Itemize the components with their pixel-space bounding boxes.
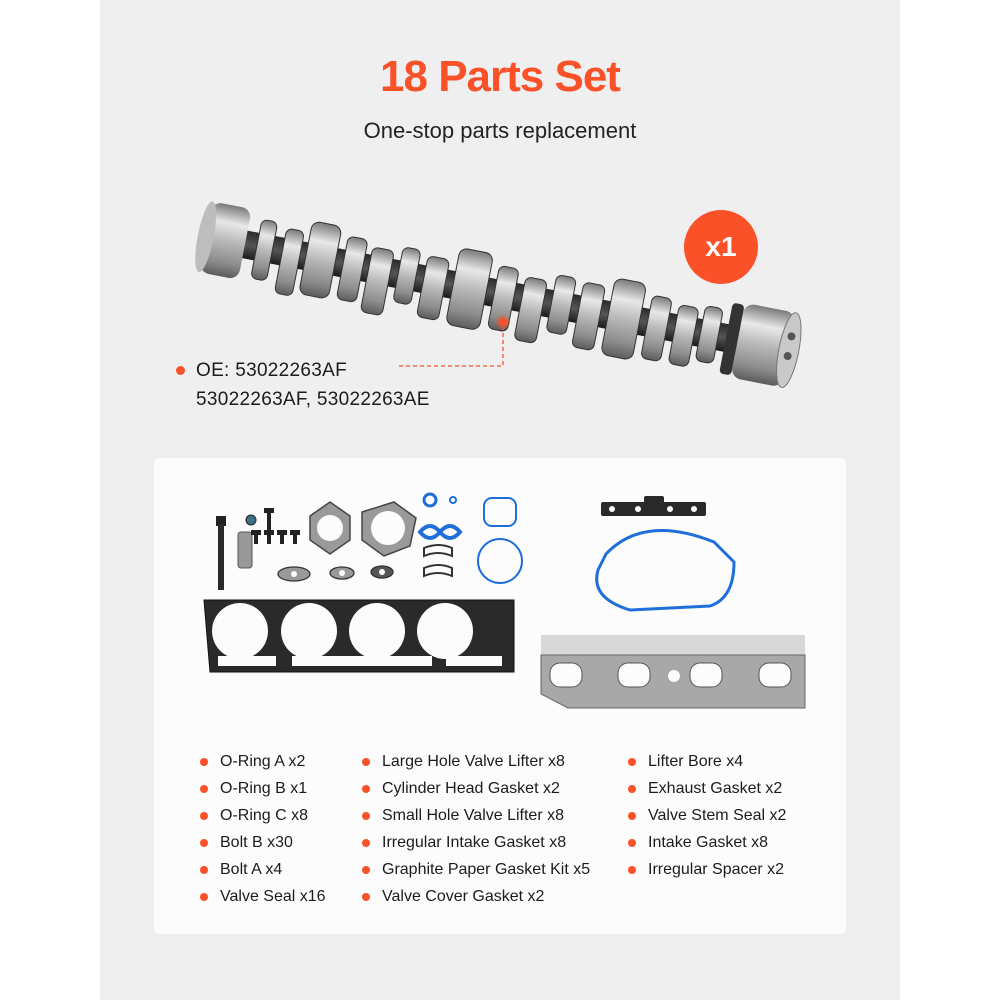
parts-list-column-3: Lifter Bore x4 Exhaust Gasket x2 Valve S… — [628, 748, 786, 883]
oe-line-2: 53022263AF, 53022263AE — [196, 389, 430, 410]
list-item: Cylinder Head Gasket x2 — [362, 775, 590, 802]
bullet-dot-icon — [362, 785, 370, 793]
list-item: Large Hole Valve Lifter x8 — [362, 748, 590, 775]
quantity-badge: x1 — [684, 210, 758, 284]
camshaft-image — [195, 201, 802, 388]
list-item: Valve Seal x16 — [200, 883, 326, 910]
list-item: Bolt A x4 — [200, 856, 326, 883]
list-item: Lifter Bore x4 — [628, 748, 786, 775]
exhaust-gasket-icon — [540, 635, 806, 709]
page-title: 18 Parts Set — [380, 52, 621, 101]
gasket-kit-image — [203, 492, 806, 709]
parts-card: O-Ring A x2 O-Ring B x1 O-Ring C x8 Bolt… — [154, 458, 846, 934]
bullet-dot-icon — [628, 758, 636, 766]
bullet-dot-icon — [362, 866, 370, 874]
bullet-dot-icon — [362, 812, 370, 820]
list-item: Intake Gasket x8 — [628, 829, 786, 856]
list-item: Irregular Spacer x2 — [628, 856, 786, 883]
bullet-dot-icon — [628, 839, 636, 847]
bullet-dot-icon — [200, 785, 208, 793]
bullet-dot-icon — [362, 893, 370, 901]
list-item: O-Ring A x2 — [200, 748, 326, 775]
bullet-dot-icon — [362, 758, 370, 766]
list-item: O-Ring C x8 — [200, 802, 326, 829]
list-item: O-Ring B x1 — [200, 775, 326, 802]
page-subtitle: One-stop parts replacement — [363, 118, 637, 143]
list-item: Exhaust Gasket x2 — [628, 775, 786, 802]
bullet-dot-icon — [200, 866, 208, 874]
parts-list-column-2: Large Hole Valve Lifter x8 Cylinder Head… — [362, 748, 590, 910]
head-gasket-icon — [203, 599, 515, 673]
bullet-dot-icon — [628, 812, 636, 820]
list-item: Valve Cover Gasket x2 — [362, 883, 590, 910]
bullet-dot-icon — [362, 839, 370, 847]
bullet-dot-icon — [200, 893, 208, 901]
bullet-dot-icon — [200, 758, 208, 766]
bullet-dot-icon — [628, 785, 636, 793]
oe-line-1: OE: 53022263AF — [196, 360, 348, 381]
bullet-dot-icon — [200, 812, 208, 820]
parts-list-column-1: O-Ring A x2 O-Ring B x1 O-Ring C x8 Bolt… — [200, 748, 326, 910]
bullet-dot-icon — [628, 866, 636, 874]
list-item: Irregular Intake Gasket x8 — [362, 829, 590, 856]
bullet-dot-icon — [200, 839, 208, 847]
list-item: Valve Stem Seal x2 — [628, 802, 786, 829]
bullet-dot-icon — [176, 366, 185, 375]
oe-number-label: OE: 53022263AF 53022263AF, 53022263AE — [176, 356, 430, 414]
list-item: Graphite Paper Gasket Kit x5 — [362, 856, 590, 883]
head-bolt-icon — [216, 516, 226, 590]
list-item: Bolt B x30 — [200, 829, 326, 856]
list-item: Small Hole Valve Lifter x8 — [362, 802, 590, 829]
